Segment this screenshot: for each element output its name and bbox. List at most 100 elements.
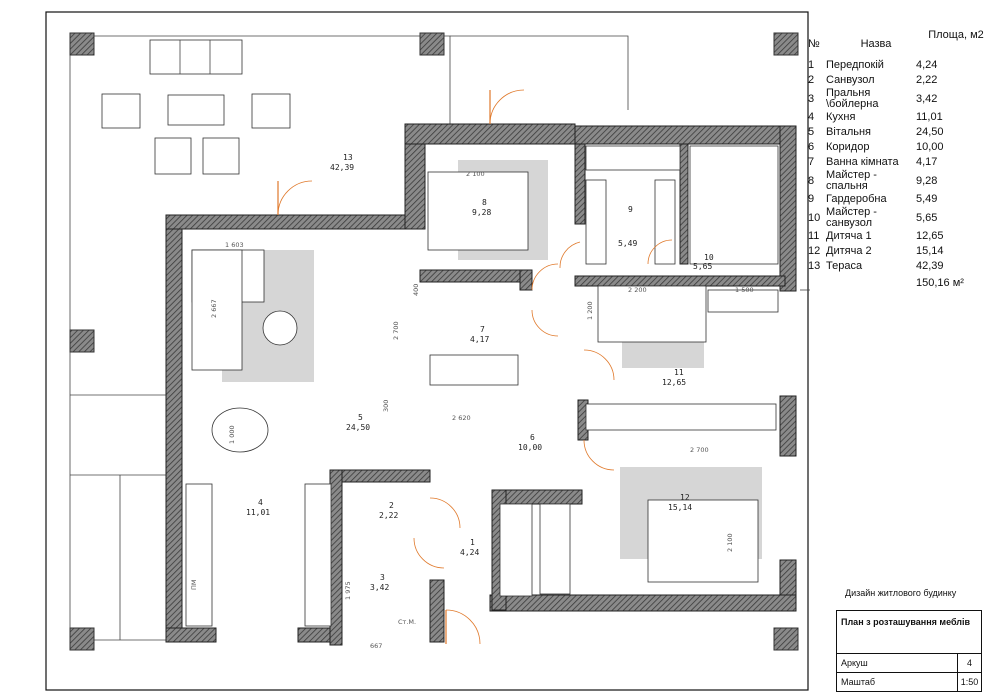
legend-row: 4 Кухня 11,01 [808, 110, 988, 125]
terrace-column [69, 627, 95, 651]
scale-value: 1:50 [957, 673, 981, 692]
legend-cell-no: 3 [808, 92, 815, 105]
room-tag-6-no: 6 [530, 433, 535, 442]
dryer-label: Ст.М. [398, 618, 416, 626]
dimension-label: 1 975 [344, 581, 352, 600]
legend-header-area: Площа, м2 [928, 29, 984, 41]
kitchen-counter [304, 483, 332, 627]
dimension-label: 300 [382, 400, 390, 412]
legend-cell-area: 24,50 [916, 126, 944, 138]
room-tag-8-no: 8 [482, 198, 487, 207]
dining-table [211, 407, 269, 453]
dimension-label: 2 100 [466, 170, 485, 178]
room-tag-10-area: 5,65 [693, 262, 712, 271]
legend-cell-no: 4 [808, 111, 815, 123]
legend-cell-name: Майстер - санвузол [826, 206, 877, 229]
room-tag-1-no: 1 [470, 538, 475, 547]
room-tag-4-area: 11,01 [246, 508, 270, 517]
legend-header-name: Назва [860, 38, 892, 50]
legend-cell-area: 2,22 [916, 74, 938, 86]
shower [689, 145, 779, 265]
legend-row: 13 Тераса 42,39 [808, 259, 988, 274]
room-tag-11-area: 12,65 [662, 378, 686, 387]
washer-label: ПМ [190, 580, 198, 591]
dimension-labels: 1 603 2 667 2 100 2 700 2 200 1 500 2 62… [190, 170, 754, 650]
legend-cell-area: 9,28 [916, 174, 938, 187]
dimension-label: 667 [370, 642, 382, 650]
room-tag-13-area: 42,39 [330, 163, 354, 172]
dimension-label: 2 100 [726, 533, 734, 552]
scale-label: Маштаб [841, 677, 876, 687]
legend-cell-name: Майстер - спальня [826, 169, 877, 192]
legend-cell-area: 15,14 [916, 245, 944, 257]
title-block-title: План з розташування меблів [841, 617, 971, 627]
room-tag-5-no: 5 [358, 413, 363, 422]
title-block: План з розташування меблів Аркуш 4 Машта… [836, 610, 982, 692]
legend-row: 8 Майстер - спальня 9,28 [808, 170, 988, 192]
terrace-column [69, 329, 95, 353]
legend-cell-name: Санвузол [826, 74, 875, 86]
room-tag-2-no: 2 [389, 501, 394, 510]
terrace-column [419, 32, 445, 56]
dimension-label: 400 [412, 284, 420, 296]
legend-cell-area: 42,39 [916, 260, 944, 272]
coffee-table [262, 310, 298, 346]
legend-cell-name: Ванна кімната [826, 156, 899, 168]
master-bed [427, 171, 529, 251]
room-tag-7-no: 7 [480, 325, 485, 334]
legend-cell-area: 12,65 [916, 230, 944, 242]
sofa [191, 249, 243, 371]
legend-cell-name: Дитяча 2 [826, 245, 872, 257]
room-tag-6-area: 10,00 [518, 443, 542, 452]
room-tag-7-area: 4,17 [470, 335, 489, 344]
legend-cell-no: 5 [808, 126, 815, 138]
dimension-label: 2 620 [452, 414, 471, 422]
sheet-row: Аркуш 4 [837, 653, 981, 673]
legend-cell-name: Тераса [826, 260, 863, 272]
legend-cell-name: Гардеробна [826, 193, 887, 205]
wardrobe [585, 403, 777, 431]
kitchen-counter [185, 483, 213, 627]
walls [165, 123, 797, 646]
dimension-label: 1 200 [586, 301, 594, 320]
dimension-label: 2 700 [392, 321, 400, 340]
room-tag-10-no: 10 [704, 253, 714, 262]
kids-bed-1 [597, 285, 707, 343]
room-tag-9-no: 9 [628, 205, 633, 214]
legend-cell-no: 11 [808, 230, 820, 242]
legend-cell-no: 13 [808, 260, 821, 272]
dimension-label: 1 603 [225, 241, 244, 249]
sheet-label: Аркуш [841, 658, 868, 668]
room-tag-2-area: 2,22 [379, 511, 398, 520]
sheet-value: 4 [957, 654, 981, 673]
legend-cell-no: 12 [808, 245, 821, 257]
terrace-column [773, 32, 799, 56]
legend-cell-no: 8 [808, 174, 815, 187]
doors [277, 89, 673, 645]
drawing-caption: Дизайн житлового будинку [845, 588, 957, 598]
legend-cell-area: 3,42 [916, 92, 938, 105]
room-tag-8-area: 9,28 [472, 208, 491, 217]
room-tag-3-no: 3 [380, 573, 385, 582]
dimension-label: 1 000 [228, 425, 236, 444]
legend-cell-area: 11,01 [916, 111, 943, 123]
dimension-label: 2 700 [690, 446, 709, 454]
room-tag-3-area: 3,42 [370, 583, 389, 592]
legend-cell-area: 4,24 [916, 59, 938, 71]
legend-cell-name: Кухня [826, 111, 856, 123]
legend-cell-no: 1 [808, 59, 815, 71]
terrace-column [773, 627, 799, 651]
scale-row: Маштаб 1:50 [837, 672, 981, 692]
room-tag-1-area: 4,24 [460, 548, 479, 557]
